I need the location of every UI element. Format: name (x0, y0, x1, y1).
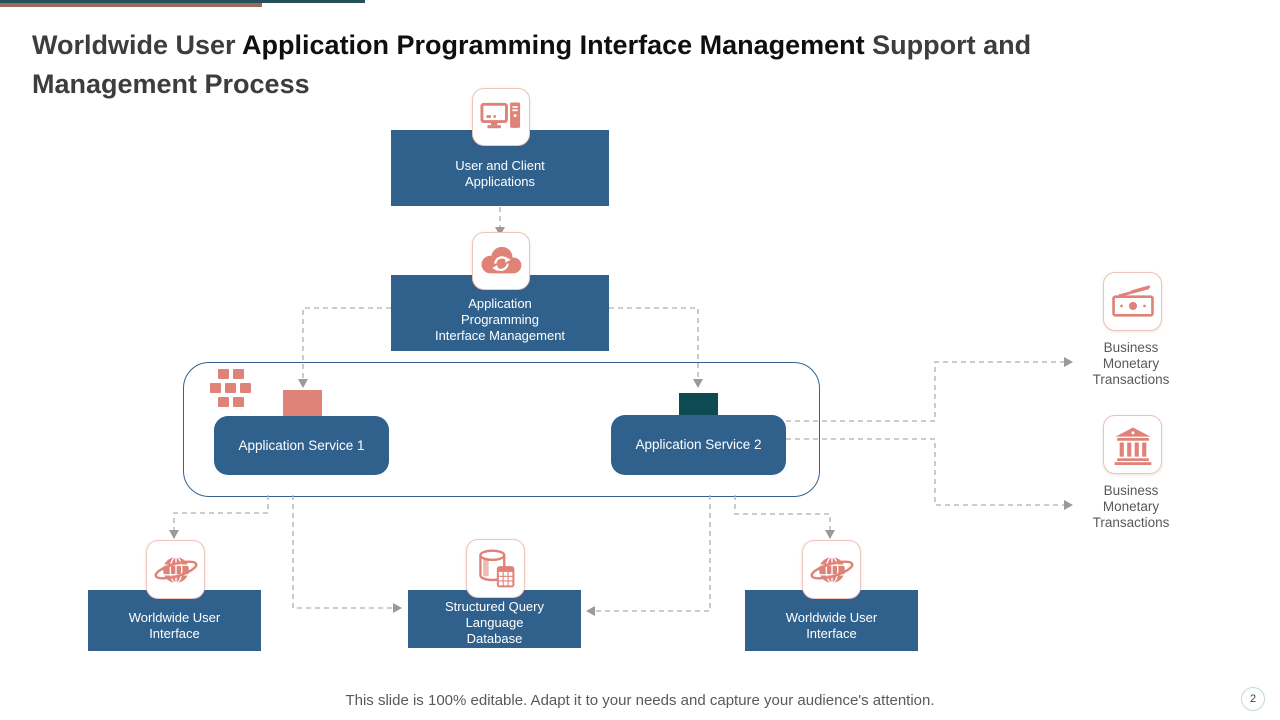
node-label: Application Service 2 (635, 437, 762, 452)
node-sql-database: Structured Query Language Database (408, 590, 581, 648)
label-business-monetary-transactions-bottom: Business Monetary Transactions (1092, 483, 1170, 530)
node-label: Worldwide User Interface (785, 609, 878, 641)
globe-orbit-icon (810, 555, 853, 584)
top-accent-brown-bar (0, 3, 262, 7)
globe-orbit-icon (154, 555, 197, 584)
sql-database-icon-tile (466, 539, 525, 598)
node-application-service-1: Application Service 1 (214, 416, 389, 475)
business-monetary-transactions-top-icon-tile (1103, 272, 1162, 331)
node-label: User and Client Applications (455, 158, 545, 189)
service2-connector-tab (679, 393, 718, 415)
desktop-computer-icon (480, 102, 521, 129)
node-label: Application Service 1 (238, 437, 365, 453)
node-application-service-2: Application Service 2 (611, 415, 786, 475)
node-worldwide-user-interface-right: Worldwide User Interface (745, 590, 918, 651)
application-services-container (183, 362, 820, 497)
node-label: Worldwide User Interface (128, 609, 221, 641)
title-part-1: Worldwide User (32, 30, 243, 61)
node-label: Structured Query Language Database (445, 599, 544, 646)
title-part-3: Support and Management Process (32, 30, 1032, 100)
worldwide-user-interface-left-icon-tile (146, 540, 205, 599)
title-part-2: Application Programming Interface Manage… (242, 30, 865, 61)
business-monetary-transactions-bottom-icon-tile (1103, 415, 1162, 474)
api-management-icon-tile (472, 232, 530, 290)
database-spreadsheet-icon (478, 548, 514, 587)
page-number: 2 (1249, 693, 1257, 705)
footer-note: This slide is 100% editable. Adapt it to… (345, 692, 935, 709)
node-worldwide-user-interface-left: Worldwide User Interface (88, 590, 261, 651)
top-accent-teal-bar (0, 0, 365, 3)
banknote-icon (1111, 284, 1154, 317)
bank-building-icon (1114, 427, 1151, 465)
user-client-icon-tile (472, 88, 530, 146)
cubes-icon (210, 369, 251, 407)
node-label: Application Programming Interface Manage… (434, 296, 566, 343)
worldwide-user-interface-right-icon-tile (802, 540, 861, 599)
label-business-monetary-transactions-top: Business Monetary Transactions (1092, 340, 1170, 387)
service1-connector-tab (283, 390, 322, 416)
slide-title: Worldwide User Application Programming I… (32, 26, 1222, 104)
page-number-badge: 2 (1241, 687, 1265, 711)
cloud-sync-icon (481, 246, 522, 274)
